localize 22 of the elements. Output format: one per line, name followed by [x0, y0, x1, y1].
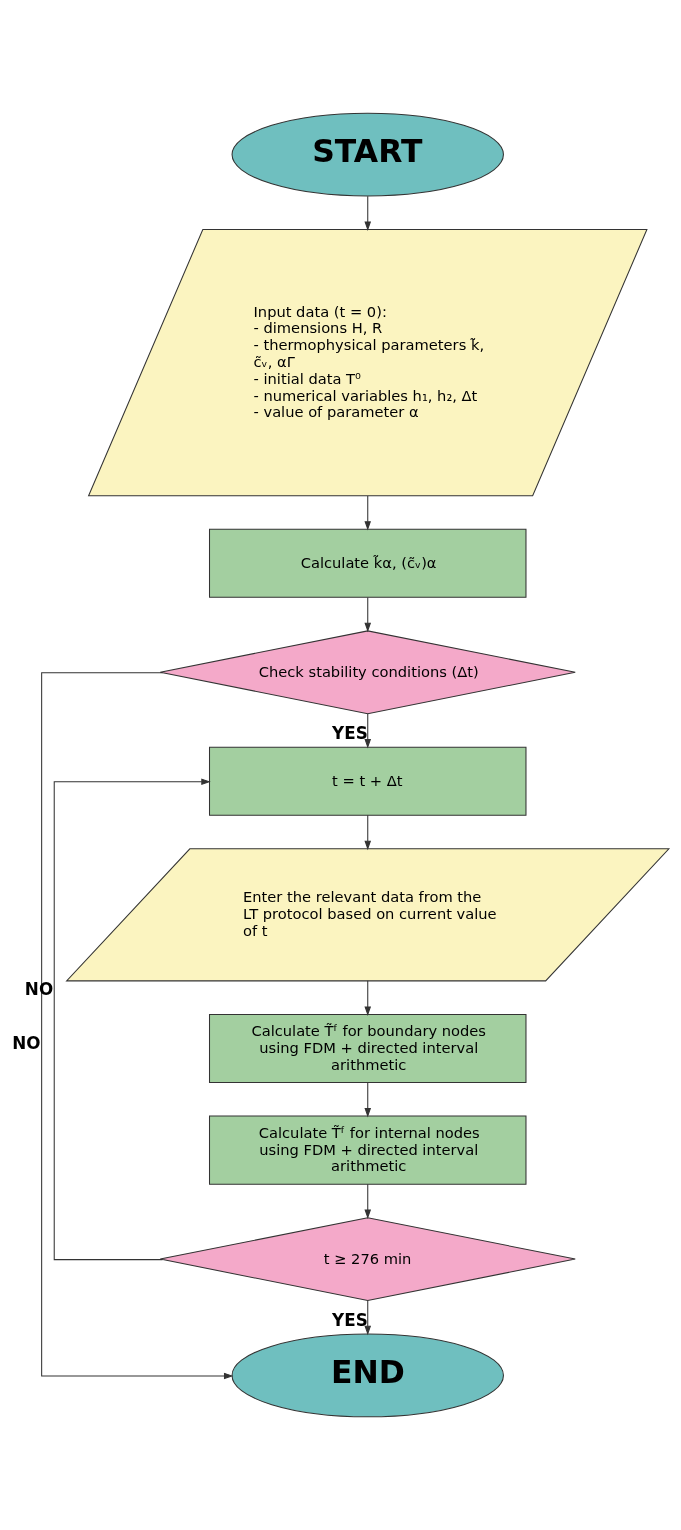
arrow: [364, 1183, 372, 1219]
edge-label: YES: [332, 723, 368, 744]
arrow: [364, 495, 372, 531]
edge-label: YES: [332, 1309, 368, 1330]
arrow: [41, 672, 234, 1380]
arrow: [364, 1300, 372, 1336]
node-box: Calculate T̃ᶠ for internal nodes using FDM + directed interval arithmetic: [209, 1115, 527, 1185]
arrow: [364, 713, 372, 749]
node-diamond: t ≥ 276 min: [159, 1217, 576, 1302]
node-box: Calculate k̃α, (c̃ᵥ)α: [209, 528, 527, 598]
node-ellipse: END: [231, 1333, 504, 1418]
arrow: [364, 814, 372, 851]
arrow: [364, 1082, 372, 1118]
node-box: Calculate T̃ᶠ for boundary nodes using FDM + directed interval arithmetic: [209, 1013, 527, 1084]
arrow: [364, 980, 372, 1016]
node-ellipse: START: [231, 112, 504, 197]
node-box: t = t + Δt: [209, 746, 527, 816]
arrow: [364, 195, 372, 232]
node-diamond: Check stability conditions (Δt): [159, 630, 576, 715]
arrow: [53, 778, 211, 1261]
edge-label: NO: [12, 1032, 41, 1053]
arrow: [364, 596, 372, 633]
